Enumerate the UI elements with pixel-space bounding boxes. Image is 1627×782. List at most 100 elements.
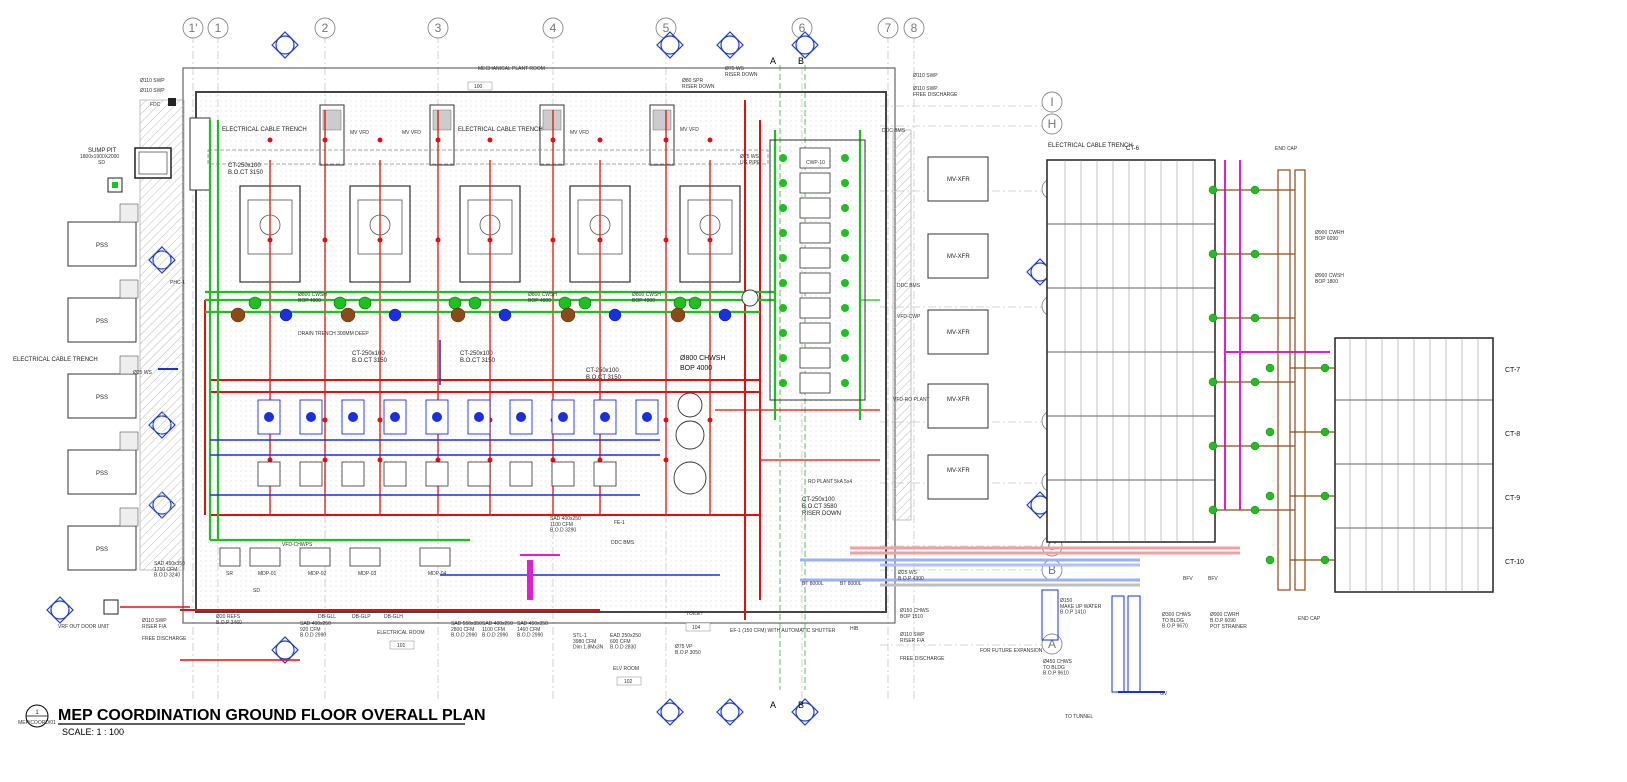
grid-row-label: C xyxy=(1048,539,1057,553)
section-a-bottom: A xyxy=(770,700,776,710)
grid-col-label: 2 xyxy=(322,21,329,35)
pss-unit xyxy=(67,449,137,495)
gv-label: GV xyxy=(1160,691,1168,697)
mv-vfd-label: MV VFD xyxy=(570,130,589,136)
ct2-label: CT-250x100 xyxy=(352,351,385,357)
ct9-label: CT-9 xyxy=(1505,495,1520,502)
mv-xfr xyxy=(927,156,989,202)
ct4-boc: B.O.CT 3150 xyxy=(586,375,622,381)
pss-label: PSS xyxy=(96,471,108,477)
sd-bottom-label: SD xyxy=(253,588,260,594)
elec-trench-label-right: ELECTRICAL CABLE TRENCH xyxy=(1048,143,1133,149)
grid-bubble-4 xyxy=(542,17,564,39)
cwp-bank xyxy=(769,139,866,401)
grid-bubble-1p xyxy=(182,17,204,39)
section-marker xyxy=(716,31,744,59)
cw-return-pipes xyxy=(210,340,1140,582)
db-label: DB-GLP xyxy=(352,614,371,620)
mv-xfr xyxy=(927,309,989,355)
cwsh-top-bop: BOP 1800 xyxy=(1315,279,1338,285)
section-b-top: B xyxy=(798,56,804,66)
pss-unit xyxy=(67,297,137,343)
sheet-ref: MEP/COORD/01 xyxy=(18,720,56,726)
chw-pump-cores xyxy=(264,412,652,422)
end-cap-top: END CAP xyxy=(1275,146,1298,152)
mv-vfd-label: MV VFD xyxy=(402,130,421,136)
bt1-label: BT 8000L xyxy=(802,581,824,587)
db-label: DB-GLL xyxy=(318,614,336,620)
chwsh-big-label: Ø800 CHWSH xyxy=(680,355,726,362)
grid-column-labels: 1' 1 2 3 4 5 6 7 8 xyxy=(189,21,918,35)
mv-vfd-labels: MV VFD MV VFD MV VFD MV VFD xyxy=(350,127,699,136)
bfv-label-2: BFV xyxy=(1208,576,1218,582)
swp-label-1: Ø110 SWP xyxy=(140,78,165,84)
chwsh-1: Ø800 CWSH xyxy=(298,292,327,298)
ro-plant-label: RO PLANT 5kA 5x4 xyxy=(808,479,852,485)
ddc-bms-mid: DDC BMS xyxy=(897,283,921,289)
grid-row-label: H xyxy=(1048,117,1057,131)
pss-unit xyxy=(67,373,137,419)
room-electrical-name: ELECTRICAL ROOM xyxy=(377,630,425,636)
cwrh-top-bop: BOP 6090 xyxy=(1315,236,1338,242)
pss-label: PSS xyxy=(96,395,108,401)
grid-col-label: 1' xyxy=(189,21,198,35)
free-discharge-right: FREE DISCHARGE xyxy=(900,656,945,662)
pss-units xyxy=(67,221,137,571)
pss-label: PSS xyxy=(96,547,108,553)
cwp-pump-dots xyxy=(779,154,849,387)
ct7-label: CT-7 xyxy=(1505,367,1520,374)
mv-xfr-label: MV-XFR xyxy=(947,397,970,403)
grid-col-label: 5 xyxy=(663,21,670,35)
tower-valves-green xyxy=(1208,185,1330,565)
mv-xfr-label: MV-XFR xyxy=(947,177,970,183)
room-mechanical-name: MECHANICAL PLANT ROOM xyxy=(478,66,545,72)
grid-bubble-8 xyxy=(903,17,925,39)
ct7-10-fins xyxy=(1349,338,1479,592)
drawing-title: MEP COORDINATION GROUND FLOOR OVERALL PL… xyxy=(58,707,486,724)
grid-row-label: A xyxy=(1048,637,1056,651)
mv-xfr xyxy=(927,383,989,429)
pot-strainer-label: POT STRAINER xyxy=(1210,624,1247,630)
sump-pit xyxy=(134,147,172,179)
grid-col-label: 7 xyxy=(885,21,892,35)
room-toilet-number: 104 xyxy=(692,625,701,631)
electrical-trench xyxy=(207,149,769,165)
chwsh-big-bop: BOP 4000 xyxy=(680,365,712,372)
mdp-label: MDP-04 xyxy=(428,571,447,577)
brown-valves xyxy=(230,307,686,323)
grid-row-label: I xyxy=(1050,95,1053,109)
ct5-riser: RISER DOWN xyxy=(802,511,841,517)
grid-bubble-2 xyxy=(314,17,336,39)
right-wall-hatch xyxy=(892,129,912,521)
room-mechanical-number: 100 xyxy=(474,84,483,90)
mv-xfr-labels: MV-XFR MV-XFR MV-XFR MV-XFR MV-XFR xyxy=(947,177,970,474)
cwrh-top: Ø900 CWRH xyxy=(1315,230,1345,236)
bt2-label: BT 8000L xyxy=(840,581,862,587)
pss-labels: PSS PSS PSS PSS PSS xyxy=(96,243,108,553)
pss-label: PSS xyxy=(96,319,108,325)
grid-col-label: 4 xyxy=(550,21,557,35)
fdc-box xyxy=(168,98,176,106)
grid-bubble-1 xyxy=(207,17,229,39)
section-marker xyxy=(271,31,299,59)
vfd-cwp-label: VFD-CWP xyxy=(897,314,921,320)
section-marker xyxy=(791,31,819,59)
section-marker xyxy=(791,698,819,726)
fdc-label: FDC xyxy=(150,102,161,108)
bfv-label-1: BFV xyxy=(1183,576,1193,582)
section-marker xyxy=(656,31,684,59)
section-marker xyxy=(656,698,684,726)
hib-label: HIB xyxy=(850,626,859,632)
grid-bubble-3 xyxy=(427,17,449,39)
ct2-boc: B.O.CT 3150 xyxy=(352,358,388,364)
ct3-label: CT-250x100 xyxy=(460,351,493,357)
ct8-label: CT-8 xyxy=(1505,431,1520,438)
ct5-label: CT-250x100 xyxy=(802,497,835,503)
pss-connectors xyxy=(119,203,139,527)
section-marker xyxy=(271,636,299,664)
